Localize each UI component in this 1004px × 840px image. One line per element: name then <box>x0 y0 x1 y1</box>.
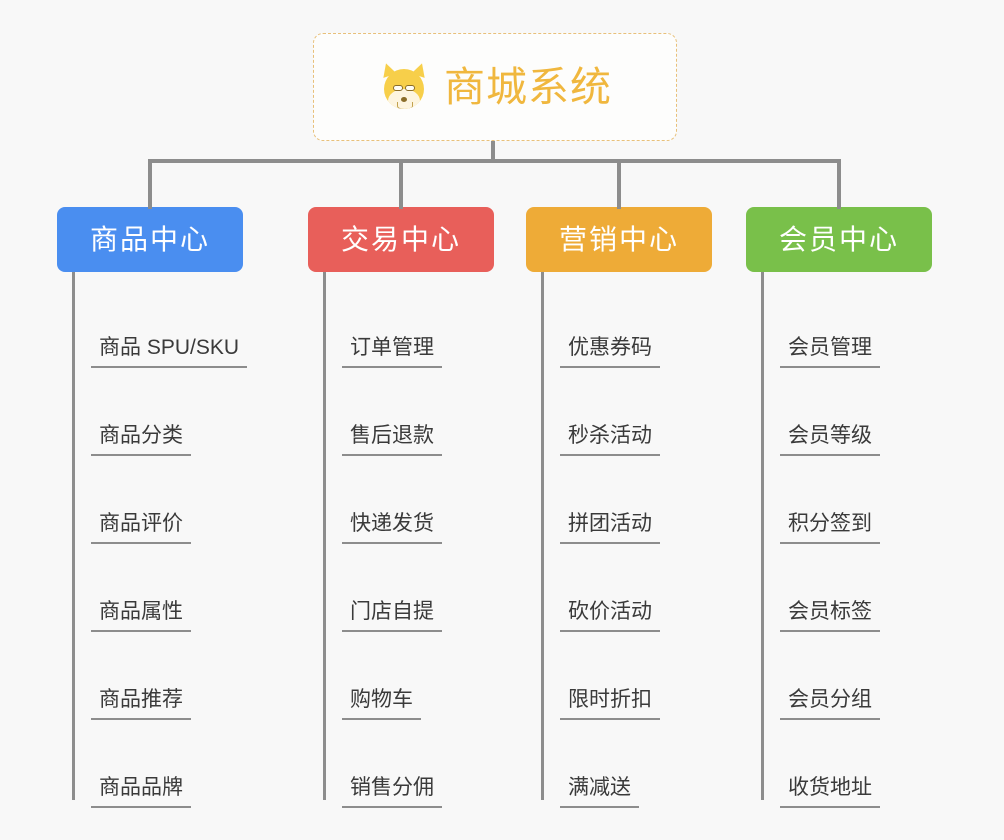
shiba-dog-face-icon <box>378 61 430 113</box>
leaf-item[interactable]: 限时折扣 <box>526 632 712 720</box>
leaf-item[interactable]: 秒杀活动 <box>526 368 712 456</box>
leaf-item[interactable]: 会员等级 <box>746 368 932 456</box>
connector-drop-4 <box>837 159 841 209</box>
root-title: 商城系统 <box>444 63 612 110</box>
leaf-item[interactable]: 商品评价 <box>57 456 247 544</box>
leaf-item[interactable]: 会员管理 <box>746 280 932 368</box>
leaf-item[interactable]: 商品 SPU/SKU <box>57 280 248 368</box>
leaf-item[interactable]: 会员标签 <box>746 544 932 632</box>
leaf-item-label: 商品推荐 <box>91 688 191 720</box>
leaf-item[interactable]: 会员分组 <box>746 632 932 720</box>
leaf-item-label: 会员分组 <box>780 688 880 720</box>
branch-items-1: 商品 SPU/SKU 商品分类商品评价商品属性商品推荐商品品牌 <box>57 272 248 808</box>
leaf-item-label: 门店自提 <box>342 600 442 632</box>
branch-spine-4 <box>761 272 764 800</box>
leaf-item-label: 积分签到 <box>780 512 880 544</box>
leaf-item[interactable]: 拼团活动 <box>526 456 712 544</box>
connector-root-stem <box>491 141 495 163</box>
branch-items-3: 优惠券码秒杀活动拼团活动砍价活动限时折扣满减送 <box>526 272 712 808</box>
leaf-item-label: 商品属性 <box>91 600 191 632</box>
branch-3: 营销中心优惠券码秒杀活动拼团活动砍价活动限时折扣满减送 <box>526 207 712 808</box>
leaf-item-label: 限时折扣 <box>560 688 660 720</box>
leaf-item-label: 商品评价 <box>91 512 191 544</box>
branch-header-4[interactable]: 会员中心 <box>746 207 932 272</box>
leaf-item-label: 优惠券码 <box>560 336 660 368</box>
branch-spine-2 <box>323 272 326 800</box>
branch-header-1[interactable]: 商品中心 <box>57 207 243 272</box>
leaf-item[interactable]: 售后退款 <box>308 368 494 456</box>
branch-items-4: 会员管理会员等级积分签到会员标签会员分组收货地址 <box>746 272 932 808</box>
branch-4: 会员中心会员管理会员等级积分签到会员标签会员分组收货地址 <box>746 207 932 808</box>
leaf-item[interactable]: 砍价活动 <box>526 544 712 632</box>
leaf-item-label: 会员管理 <box>780 336 880 368</box>
branch-2: 交易中心订单管理售后退款快递发货门店自提购物车销售分佣 <box>308 207 494 808</box>
leaf-item-label: 秒杀活动 <box>560 424 660 456</box>
branch-spine-3 <box>541 272 544 800</box>
connector-drop-2 <box>399 159 403 209</box>
connector-drop-3 <box>617 159 621 209</box>
leaf-item-label: 订单管理 <box>342 336 442 368</box>
leaf-item-label: 商品分类 <box>91 424 191 456</box>
leaf-item-label: 购物车 <box>342 688 421 720</box>
branch-items-2: 订单管理售后退款快递发货门店自提购物车销售分佣 <box>308 272 494 808</box>
leaf-item-label: 会员等级 <box>780 424 880 456</box>
leaf-item-label: 售后退款 <box>342 424 442 456</box>
leaf-item[interactable]: 门店自提 <box>308 544 494 632</box>
leaf-item[interactable]: 购物车 <box>308 632 494 720</box>
branch-1: 商品中心商品 SPU/SKU 商品分类商品评价商品属性商品推荐商品品牌 <box>57 207 248 808</box>
leaf-item[interactable]: 快递发货 <box>308 456 494 544</box>
leaf-item-label: 拼团活动 <box>560 512 660 544</box>
leaf-item[interactable]: 商品分类 <box>57 368 247 456</box>
leaf-item-label: 商品品牌 <box>91 776 191 808</box>
connector-drop-1 <box>148 159 152 209</box>
leaf-item-label: 满减送 <box>560 776 639 808</box>
leaf-item[interactable]: 销售分佣 <box>308 720 494 808</box>
leaf-item[interactable]: 优惠券码 <box>526 280 712 368</box>
branch-header-3[interactable]: 营销中心 <box>526 207 712 272</box>
leaf-item-label: 收货地址 <box>780 776 880 808</box>
leaf-item-label: 会员标签 <box>780 600 880 632</box>
leaf-item[interactable]: 商品属性 <box>57 544 247 632</box>
connector-horizontal-bus <box>149 159 839 163</box>
branch-header-2[interactable]: 交易中心 <box>308 207 494 272</box>
branch-spine-1 <box>72 272 75 800</box>
leaf-item[interactable]: 商品品牌 <box>57 720 247 808</box>
leaf-item-label: 快递发货 <box>342 512 442 544</box>
leaf-item-label: 商品 SPU/SKU <box>91 336 248 368</box>
leaf-item-label: 砍价活动 <box>560 600 660 632</box>
leaf-item[interactable]: 满减送 <box>526 720 712 808</box>
leaf-item-label: 销售分佣 <box>342 776 442 808</box>
root-node[interactable]: 商城系统 <box>313 33 677 141</box>
leaf-item[interactable]: 收货地址 <box>746 720 932 808</box>
leaf-item[interactable]: 积分签到 <box>746 456 932 544</box>
leaf-item[interactable]: 订单管理 <box>308 280 494 368</box>
leaf-item[interactable]: 商品推荐 <box>57 632 247 720</box>
